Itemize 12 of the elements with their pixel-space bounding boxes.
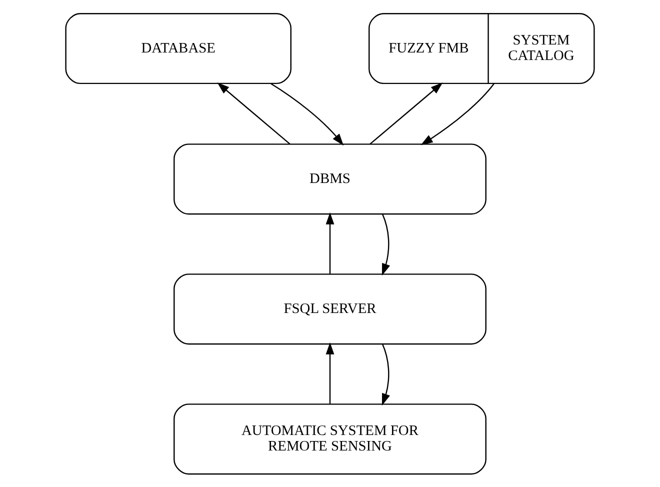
arrow [326, 342, 334, 404]
arrow [326, 212, 334, 274]
node-box: FSQL SERVER [174, 274, 486, 345]
arrow [382, 344, 390, 406]
node-box: DBMS [174, 144, 486, 215]
arrow [370, 82, 443, 145]
node-box: DATABASE [65, 13, 292, 84]
arrow [420, 83, 494, 146]
node-box: AUTOMATIC SYSTEM FOR REMOTE SENSING [174, 404, 486, 475]
arrow [217, 82, 290, 145]
arrow [382, 214, 390, 276]
arrow [270, 83, 344, 146]
